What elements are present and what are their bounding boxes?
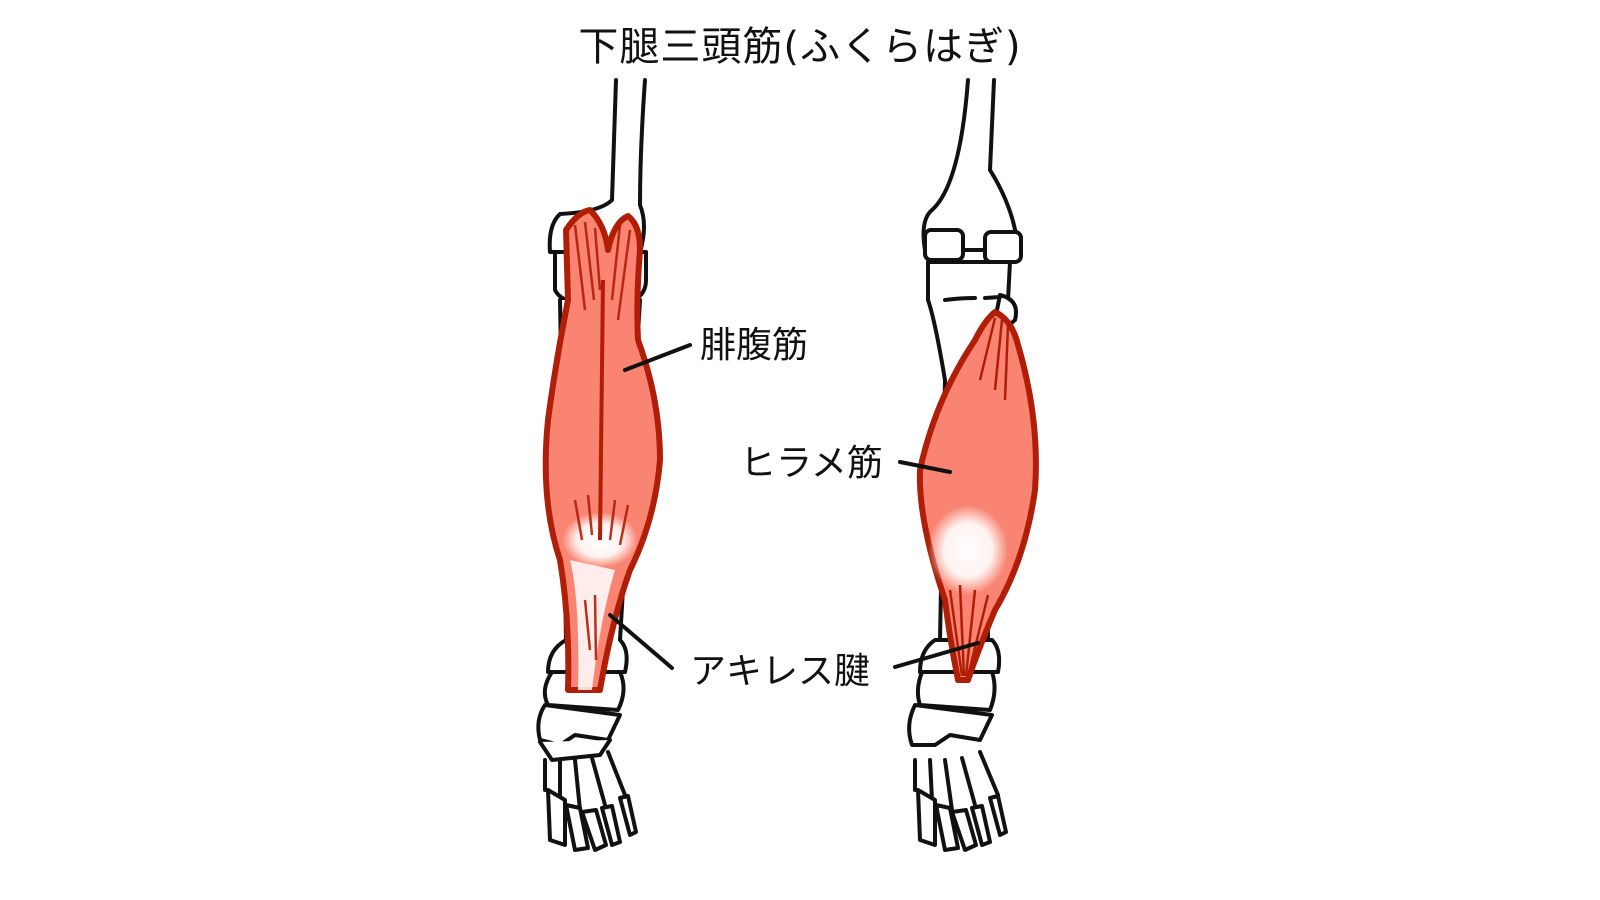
label-gastrocnemius: 腓腹筋: [700, 325, 809, 366]
soleus-leader-line: [898, 460, 952, 474]
achilles-leader-line-right: [893, 641, 980, 669]
soleus-muscle: [916, 309, 1039, 683]
diagram-title: 下腿三頭筋(ふくらはぎ): [578, 24, 1022, 70]
achilles-leader-line-left: [608, 613, 674, 670]
gastrocnemius-leader-line: [623, 343, 692, 372]
label-achilles-tendon: アキレス腱: [690, 651, 871, 692]
label-soleus: ヒラメ筋: [740, 443, 883, 484]
gastrocnemius-muscle: [542, 207, 663, 693]
